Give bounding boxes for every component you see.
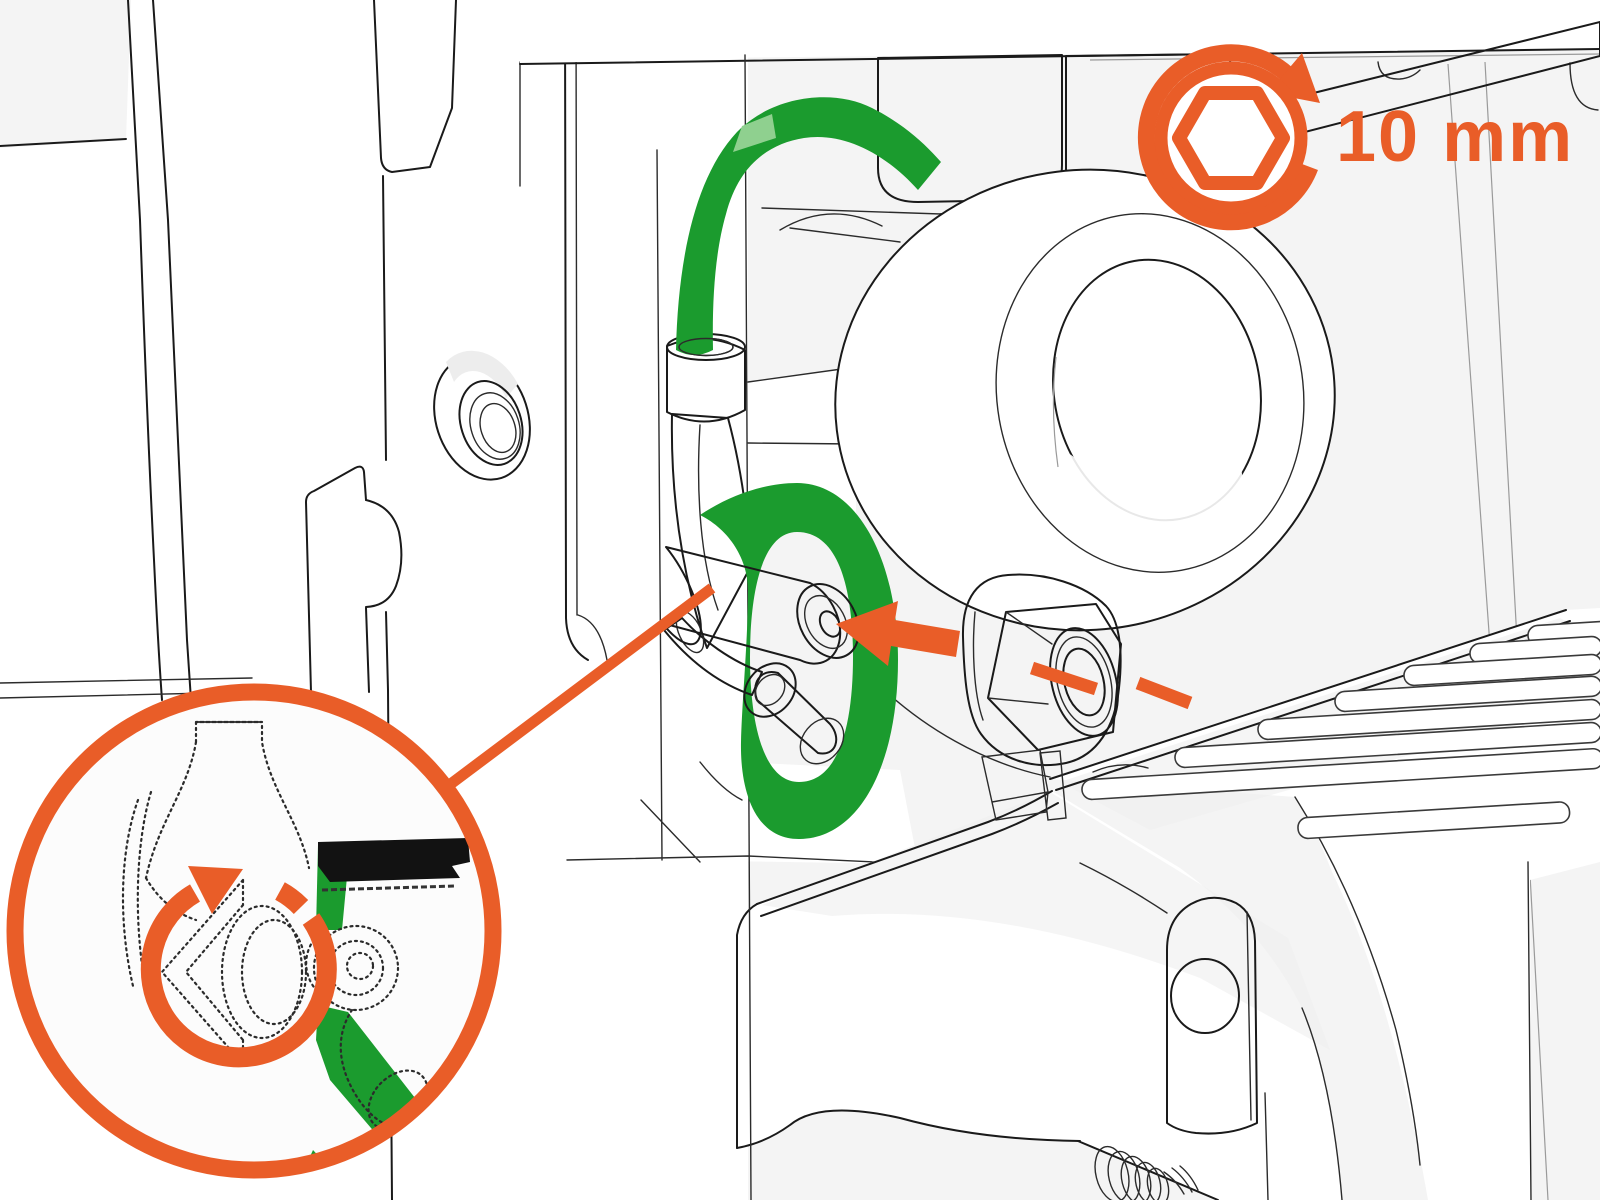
insertion-arrow-icon — [836, 601, 960, 666]
hex-socket-icon — [1154, 61, 1308, 215]
grommet-boss — [433, 350, 531, 481]
green-ground-cable-loop — [700, 483, 898, 840]
inset-rotation-arrow-icon — [140, 866, 337, 1068]
detail-inset — [6, 683, 502, 1179]
motor-housing-ring — [834, 168, 1336, 632]
tool-callout: 10 mm — [1137, 44, 1574, 231]
size-label: 10 mm — [1336, 97, 1574, 177]
vent-panel — [1049, 608, 1600, 1200]
screw — [1094, 1145, 1199, 1200]
vent-slots — [1081, 620, 1600, 840]
bracket-tab-with-hole — [1079, 862, 1269, 1200]
flange-nut — [961, 573, 1122, 821]
leader-line — [448, 583, 716, 788]
axis-dashed-line — [1029, 661, 1193, 710]
green-ground-cable-arch — [676, 97, 941, 357]
magnifier-circle-border — [6, 683, 502, 1179]
bottom-housing-panel — [736, 790, 1343, 1200]
